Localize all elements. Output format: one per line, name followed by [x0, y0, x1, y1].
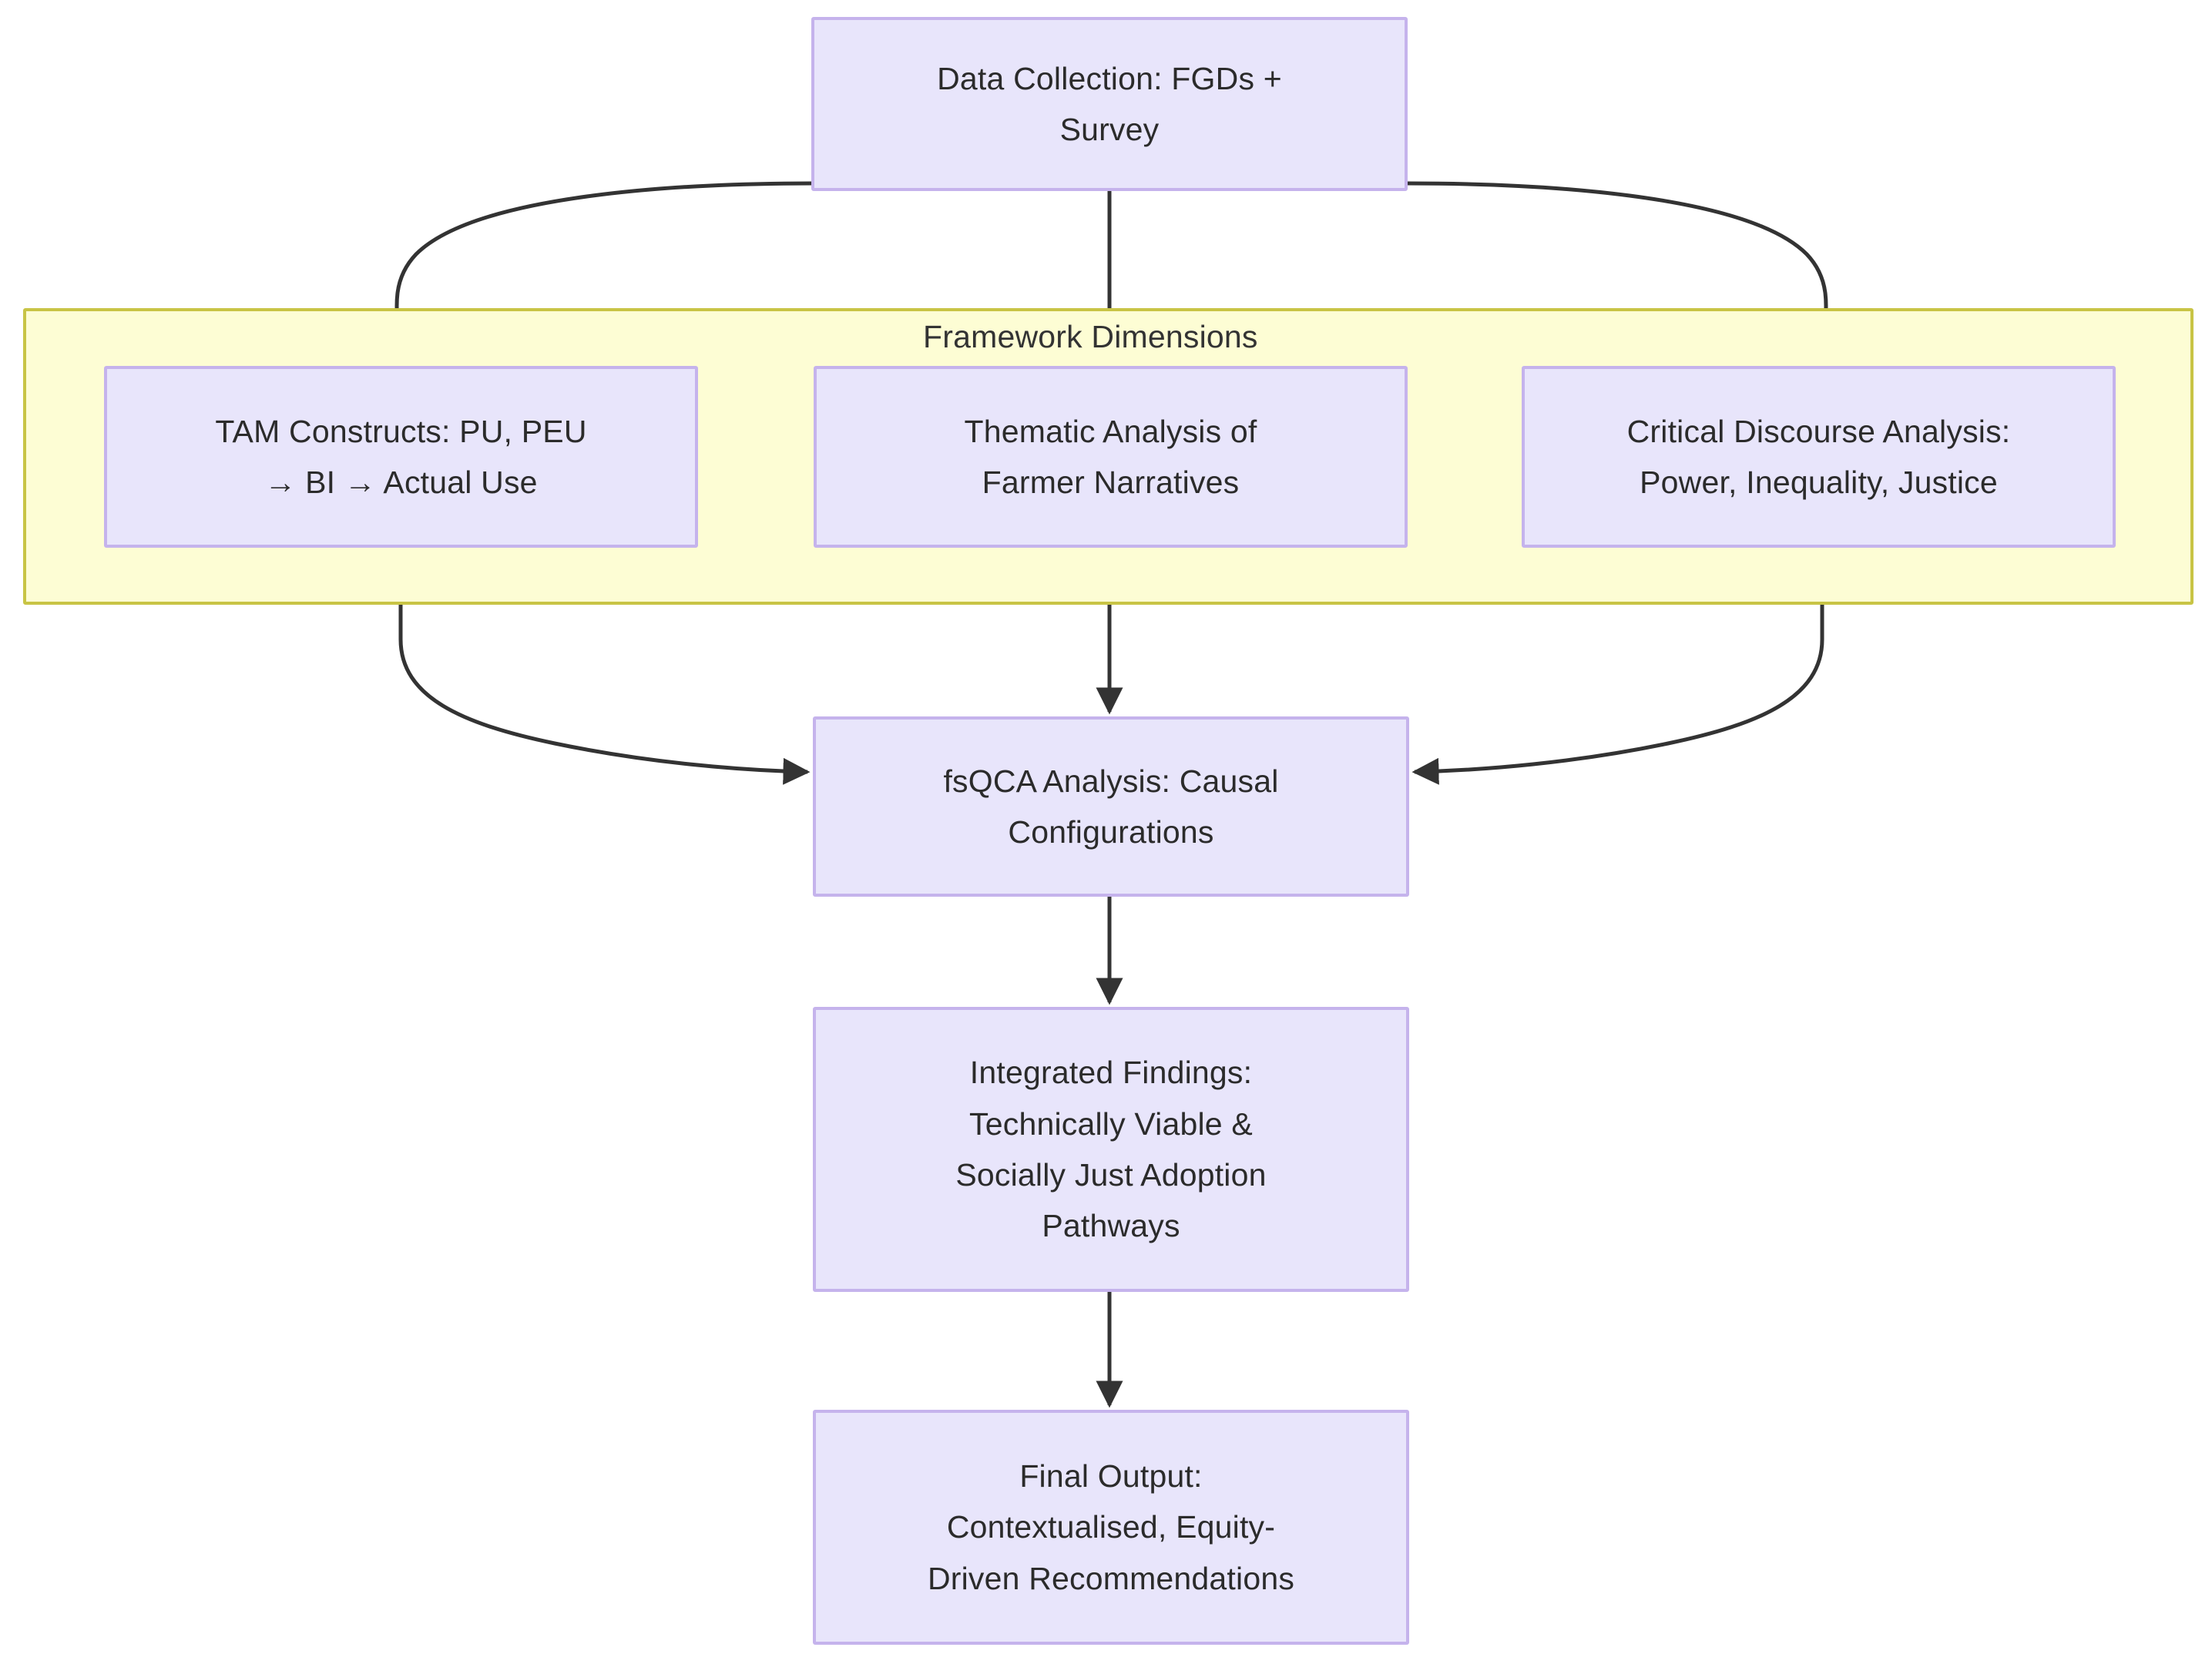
cluster-framework-dimensions-label: Framework Dimensions	[923, 319, 1258, 354]
node-thematic-analysis[interactable]: Thematic Analysis of Farmer Narratives	[814, 366, 1408, 548]
node-final-output[interactable]: Final Output: Contextualised, Equity- Dr…	[813, 1410, 1409, 1645]
node-integrated-findings[interactable]: Integrated Findings: Technically Viable …	[813, 1007, 1409, 1292]
node-final-output-label: Final Output: Contextualised, Equity- Dr…	[927, 1458, 1295, 1596]
node-fsqca-analysis[interactable]: fsQCA Analysis: Causal Configurations	[813, 716, 1409, 897]
node-tam-constructs-label: TAM Constructs: PU, PEU → BI → Actual Us…	[215, 413, 587, 500]
node-data-collection[interactable]: Data Collection: FGDs + Survey	[811, 17, 1408, 191]
node-thematic-analysis-label: Thematic Analysis of Farmer Narratives	[964, 413, 1257, 500]
node-tam-constructs[interactable]: TAM Constructs: PU, PEU → BI → Actual Us…	[104, 366, 698, 548]
node-integrated-findings-label: Integrated Findings: Technically Viable …	[955, 1055, 1267, 1244]
node-data-collection-label: Data Collection: FGDs + Survey	[937, 60, 1282, 147]
node-fsqca-analysis-label: fsQCA Analysis: Causal Configurations	[943, 763, 1279, 850]
node-critical-discourse-analysis-label: Critical Discourse Analysis: Power, Ineq…	[1626, 413, 2011, 500]
node-critical-discourse-analysis[interactable]: Critical Discourse Analysis: Power, Ineq…	[1522, 366, 2116, 548]
